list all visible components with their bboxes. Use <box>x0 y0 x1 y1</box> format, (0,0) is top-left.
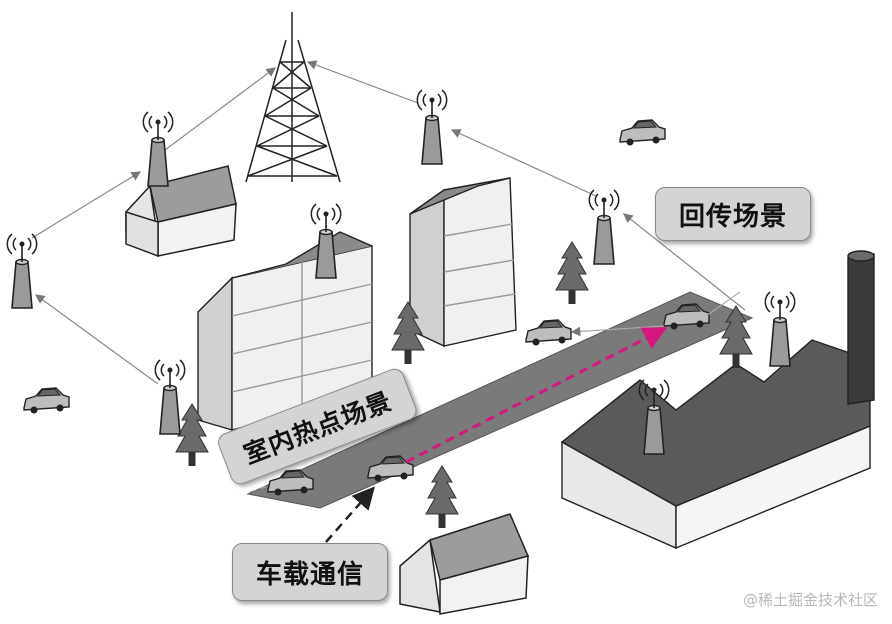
factory-icon <box>562 251 874 548</box>
small-cell-antenna-icon <box>155 360 184 434</box>
vehicle-communication-label: 车载通信 <box>232 543 388 601</box>
small-cell-antenna-icon <box>7 234 36 308</box>
small-cell-antenna-icon <box>765 292 794 366</box>
lattice-tower-icon <box>246 12 340 182</box>
house-icon <box>126 166 236 256</box>
watermark: @稀土掘金技术社区 <box>743 589 878 610</box>
house-icon <box>400 514 528 614</box>
building-icon <box>410 178 516 346</box>
tree-icon <box>556 242 588 304</box>
tree-icon <box>426 466 458 528</box>
small-cell-antenna-icon <box>143 112 172 186</box>
car-icon <box>620 120 665 146</box>
car-icon <box>24 388 69 414</box>
small-cell-antenna-icon <box>417 90 446 164</box>
car-icon <box>526 320 571 346</box>
backhaul-label: 回传场景 <box>655 187 811 241</box>
small-cell-antenna-icon <box>589 190 618 264</box>
